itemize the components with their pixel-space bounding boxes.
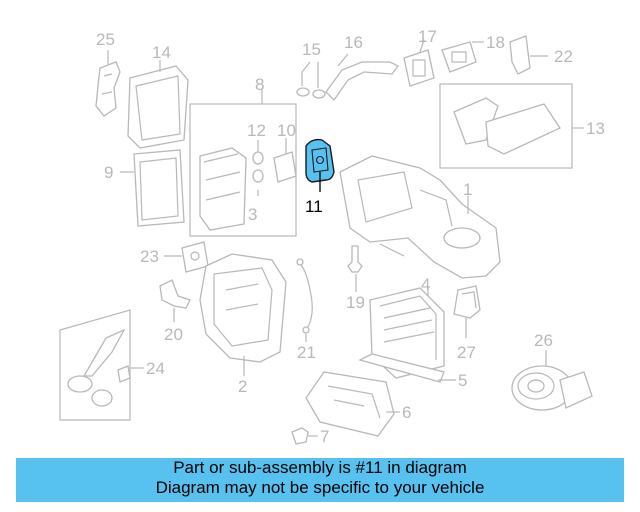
callout-5: 5 — [458, 371, 467, 390]
callout-14: 14 — [152, 43, 171, 62]
part-12-13-orings — [252, 140, 264, 196]
callout-18: 18 — [486, 33, 505, 52]
part-21-hose — [296, 258, 313, 342]
group-box-8 — [189, 88, 297, 237]
group-box-24 — [59, 309, 144, 421]
callout-26: 26 — [534, 331, 553, 350]
callout-4: 4 — [421, 275, 430, 294]
callout-8: 8 — [255, 75, 264, 94]
part-1-hvac-housing — [339, 155, 501, 279]
callout-9: 9 — [104, 163, 113, 182]
part-25-bracket — [95, 50, 121, 117]
part-26-blower-motor — [511, 350, 593, 411]
callout-17: 17 — [418, 27, 437, 46]
group-box-3 — [439, 83, 584, 169]
part-2-lower-housing — [199, 253, 287, 376]
part-20-sensor — [159, 279, 191, 322]
callout-25: 25 — [96, 30, 115, 49]
callout-16: 16 — [344, 33, 363, 52]
callout-3: 13 — [586, 119, 605, 138]
callout-10: 10 — [277, 121, 296, 140]
callout-12: 12 — [247, 121, 266, 140]
part-23-actuator — [164, 241, 209, 273]
callout-20: 20 — [164, 325, 183, 344]
part-4-cabin-filter — [369, 286, 445, 379]
part-9-filter — [120, 149, 185, 227]
callout-11: 11 — [305, 197, 323, 216]
callout-2: 2 — [238, 377, 247, 396]
part-15-orings — [296, 61, 326, 99]
callout-22: 22 — [554, 47, 573, 66]
part-5-seal — [358, 353, 456, 383]
callout-1: 1 — [463, 180, 472, 199]
part-14-panel — [127, 60, 189, 149]
part-evaporator-core — [199, 147, 247, 231]
part-18-gasket — [441, 41, 484, 73]
callout-6: 6 — [402, 403, 411, 422]
part-22-clip — [509, 35, 548, 75]
banner-line-1: Part or sub-assembly is #11 in diagram — [173, 458, 467, 477]
part-27-resistor — [453, 285, 481, 338]
callout-27: 27 — [457, 343, 476, 362]
callout-21: 21 — [297, 343, 316, 362]
callout-23: 23 — [140, 247, 159, 266]
part-10-expansion-valve — [273, 138, 297, 183]
part-16-pipe — [325, 53, 399, 102]
callout-15: 15 — [302, 40, 321, 59]
info-banner: Part or sub-assembly is #11 in diagram D… — [16, 458, 624, 502]
parts-diagram: 25 14 15 16 17 18 22 8 — [59, 27, 605, 446]
part-7-screw — [291, 427, 318, 445]
callout-19: 19 — [346, 293, 365, 312]
banner-line-2: Diagram may not be specific to your vehi… — [155, 478, 485, 497]
callout-13: 3 — [248, 205, 257, 224]
part-19-sensor — [347, 245, 363, 292]
callout-7: 7 — [320, 427, 329, 446]
part-17-gasket — [403, 39, 435, 87]
part-6-tray — [305, 371, 400, 437]
part-11-highlighted — [305, 138, 335, 192]
callout-24: 24 — [146, 359, 165, 378]
